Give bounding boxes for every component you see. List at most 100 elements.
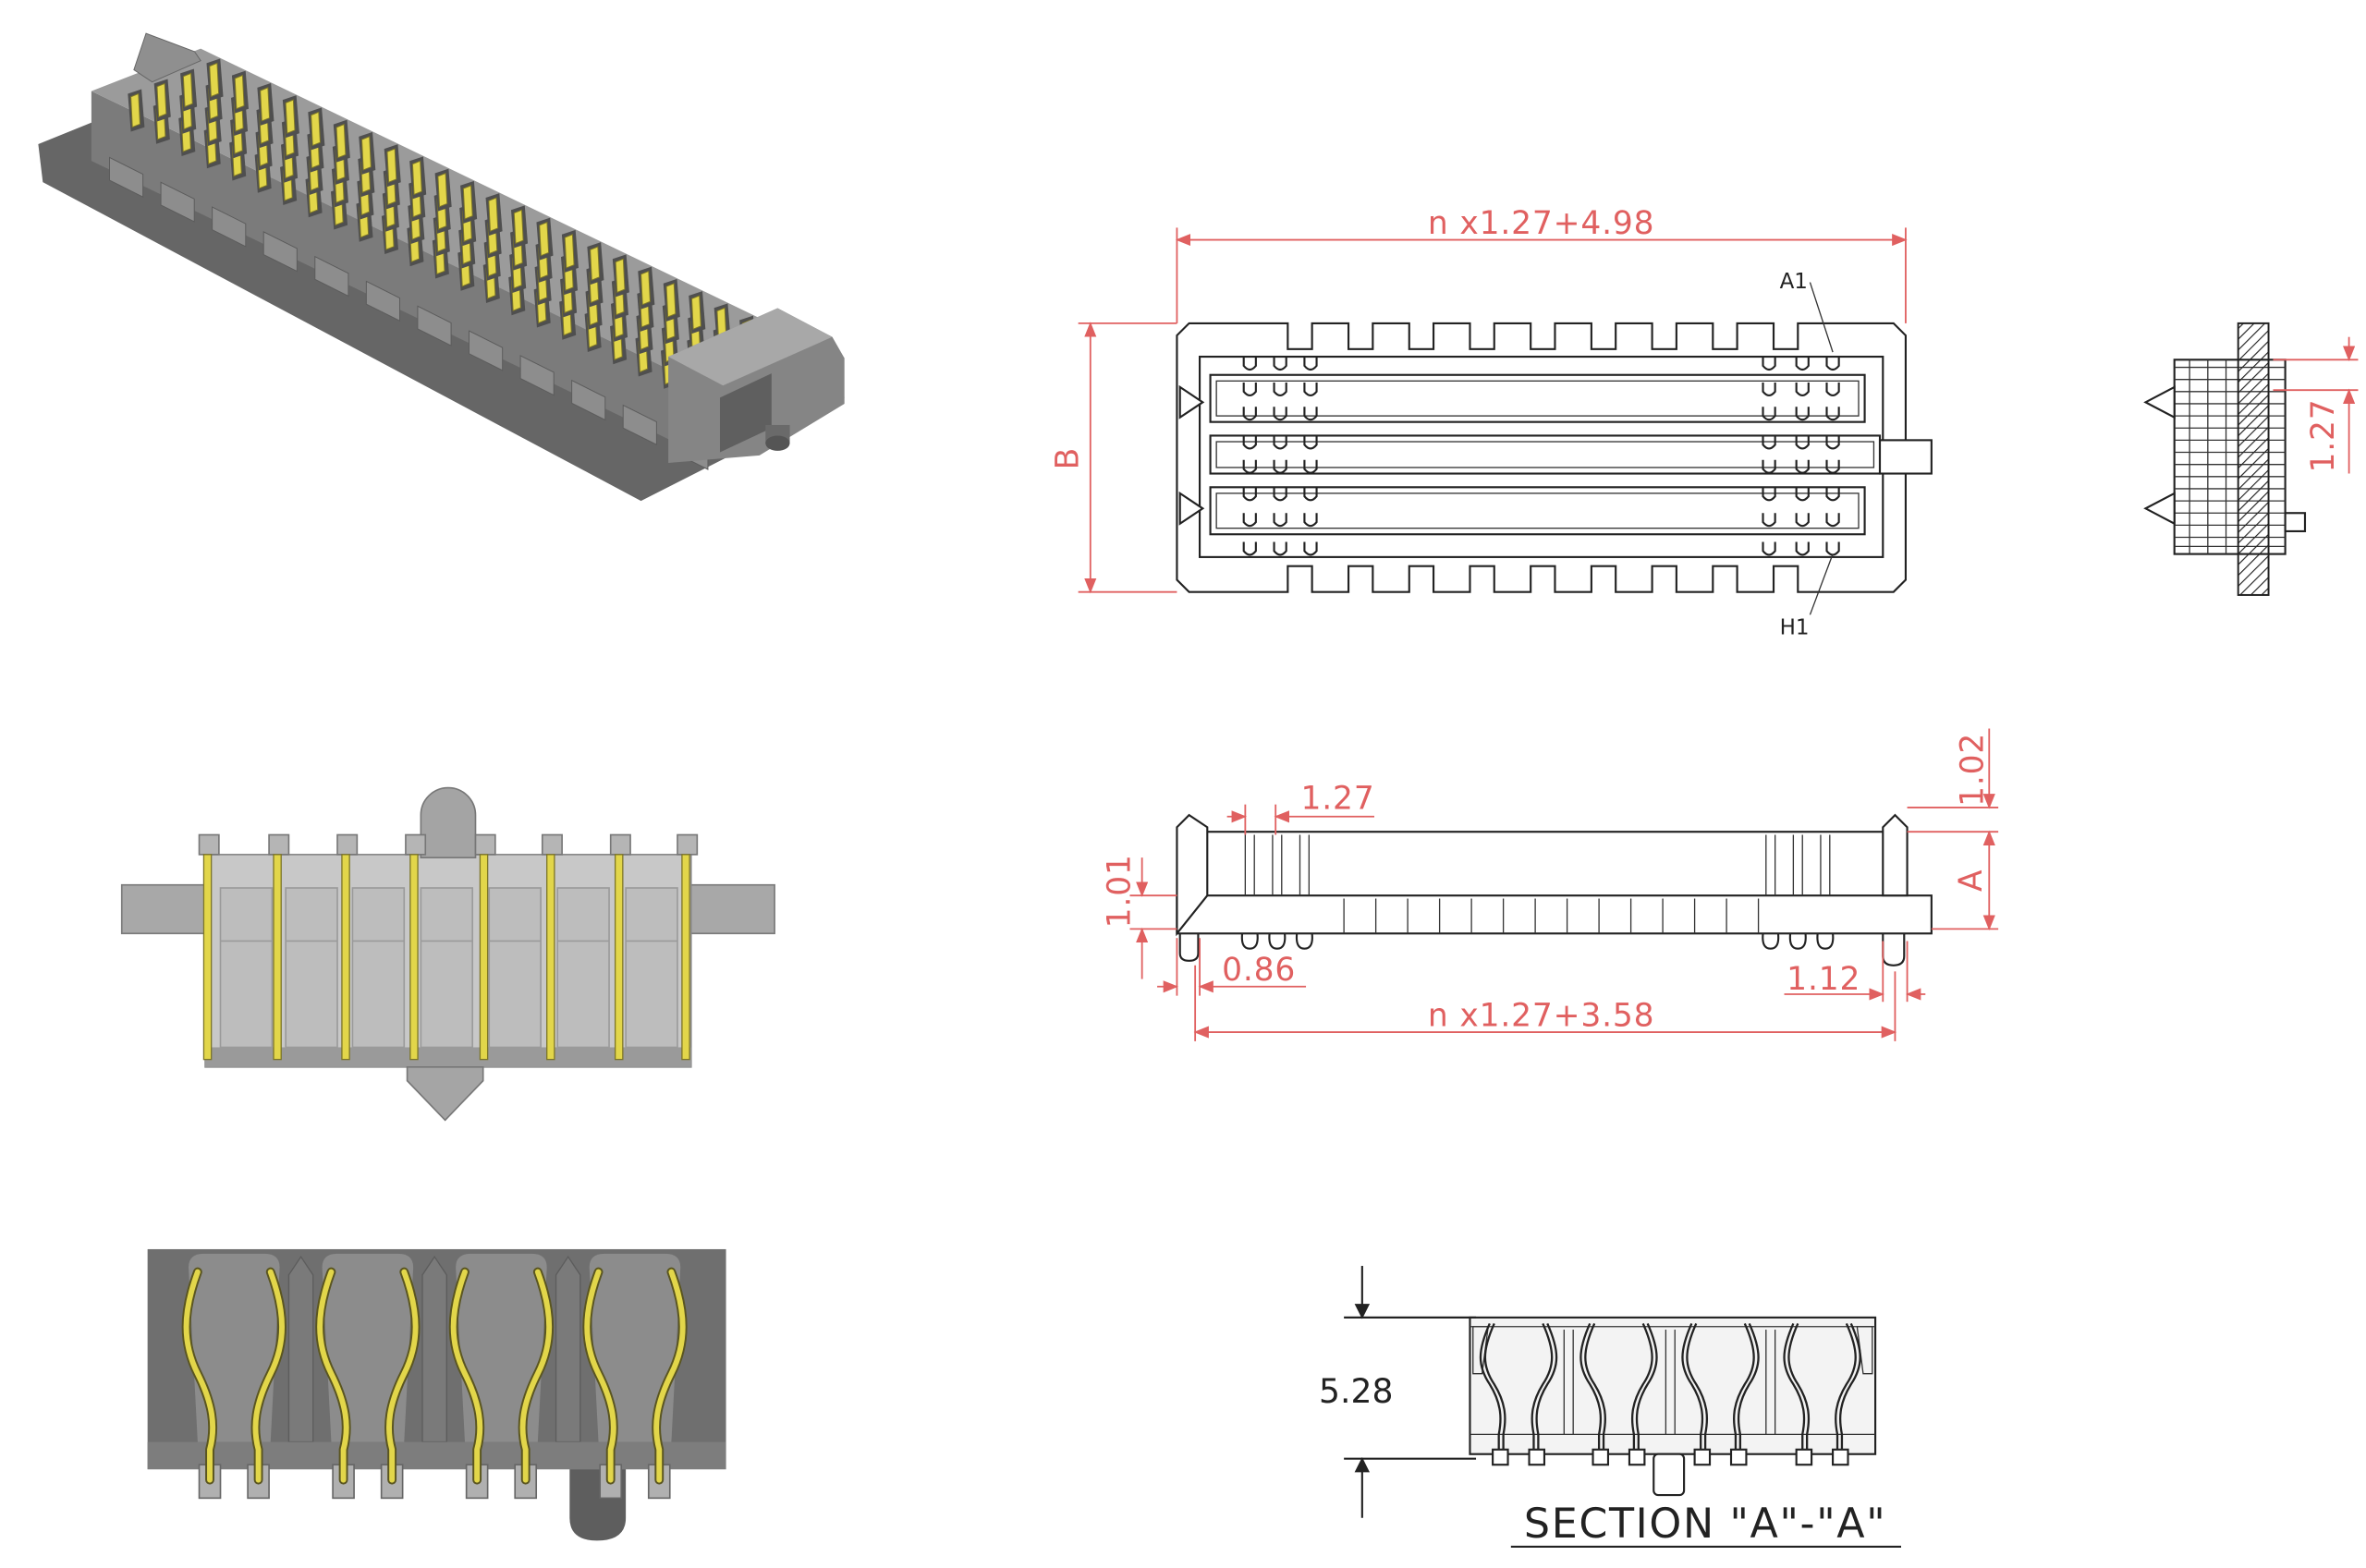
left-end-peg xyxy=(1178,933,1200,962)
section-outline xyxy=(1469,1316,1877,1455)
section-contact-pins xyxy=(181,1267,688,1485)
pin-marks xyxy=(1242,357,1840,556)
contact-pin xyxy=(614,854,624,1061)
section-contact-line xyxy=(1733,1322,1755,1462)
contact-pin xyxy=(539,221,550,257)
section-base-band xyxy=(147,1441,726,1470)
section-drawing-peg xyxy=(1653,1453,1686,1497)
housing-column xyxy=(625,887,678,1049)
peg-triangle xyxy=(2143,385,2176,419)
pin-top-tab xyxy=(405,833,427,856)
pin-mark xyxy=(1303,541,1318,556)
flange-grid xyxy=(1343,898,1760,934)
peg-offset-text: 0.86 xyxy=(1222,952,1296,989)
slot-3-inner xyxy=(1215,492,1860,529)
solder-contact xyxy=(1816,933,1835,950)
pin-mark xyxy=(1242,382,1257,396)
pin-mark xyxy=(1273,459,1287,474)
housing-foot xyxy=(160,181,195,223)
side-contact-pins xyxy=(198,833,699,1061)
slot-1 xyxy=(1209,373,1866,423)
contact-chamber xyxy=(189,1253,280,1442)
section-contact-line xyxy=(1838,1322,1861,1462)
pin-mark xyxy=(1825,435,1840,450)
pin-mark xyxy=(1273,407,1287,421)
section-contact-line xyxy=(1783,1322,1806,1462)
pin-mark xyxy=(1273,487,1287,502)
pin-mark xyxy=(1303,407,1318,421)
left-post xyxy=(1176,813,1209,937)
pin-mark xyxy=(1303,487,1318,502)
contact-pin xyxy=(285,99,296,134)
housing-columns xyxy=(219,887,678,1049)
contact-pin xyxy=(234,74,245,110)
pin-mark xyxy=(1795,541,1810,556)
housing-column xyxy=(420,887,474,1049)
pin-top-tab xyxy=(198,833,220,856)
slot-2-inner xyxy=(1215,441,1875,468)
section-foot xyxy=(1693,1448,1712,1466)
pin-mark xyxy=(1762,357,1776,371)
bottom-peg xyxy=(406,1066,484,1122)
board-section-hatch xyxy=(2237,322,2270,596)
pin-mark xyxy=(1273,541,1287,556)
end-tab xyxy=(2284,512,2307,533)
right-post xyxy=(1882,813,1909,897)
housing-foot xyxy=(622,404,657,446)
pin-mark xyxy=(1242,487,1257,502)
contact-chamber xyxy=(589,1253,681,1442)
housing-base-band xyxy=(205,1047,691,1067)
pin-mark xyxy=(1825,541,1840,556)
inner-frame xyxy=(1199,355,1884,558)
pin-mark xyxy=(1303,357,1318,371)
contact-pin xyxy=(437,172,448,208)
section-foot xyxy=(1832,1448,1849,1466)
pin-h1-label: H1 xyxy=(1780,616,1810,640)
pin-mark xyxy=(1242,513,1257,528)
contact-pin xyxy=(361,136,372,171)
solder-contact xyxy=(1295,933,1313,950)
pin-mark xyxy=(1795,459,1810,474)
connector-section-render xyxy=(147,1248,726,1541)
housing-foot xyxy=(262,231,298,273)
end-view-pitch-text: 1.27 xyxy=(2305,398,2342,472)
pin-mark xyxy=(1795,407,1810,421)
contact-pin xyxy=(665,283,677,318)
contact-pin xyxy=(130,92,140,128)
chamber-wall xyxy=(421,1255,447,1443)
section-contact-line xyxy=(1835,1322,1857,1462)
pin-mark xyxy=(1825,407,1840,421)
section-contact-line xyxy=(1635,1322,1658,1462)
contact-pin xyxy=(513,209,524,245)
contact-pin xyxy=(615,258,626,294)
pin-mark xyxy=(1273,513,1287,528)
right-end-recess xyxy=(719,373,772,453)
depth-label: B xyxy=(1050,447,1087,469)
contact-pin xyxy=(386,148,397,183)
pin-mark xyxy=(1273,382,1287,396)
contact-pin xyxy=(640,270,651,306)
pin-mark xyxy=(1825,487,1840,502)
length-dim-text: n x1.27+3.58 xyxy=(1428,997,1655,1034)
section-contact-line xyxy=(1686,1322,1709,1462)
solder-contact xyxy=(1788,933,1807,950)
section-foot xyxy=(1795,1448,1813,1466)
pin-top-tab xyxy=(474,833,496,856)
contact-pin xyxy=(183,1269,216,1483)
pin-mark xyxy=(1273,357,1287,371)
contact-chamber xyxy=(456,1253,547,1442)
contact-pin xyxy=(488,197,499,232)
end-view-body xyxy=(2173,359,2287,555)
pin-mark xyxy=(1762,541,1776,556)
housing-column xyxy=(351,887,406,1049)
pin-mark xyxy=(1795,513,1810,528)
section-contact-line xyxy=(1535,1322,1558,1462)
pin-mark xyxy=(1242,357,1257,371)
pin-mark xyxy=(1795,435,1810,450)
pin-mark xyxy=(1825,357,1840,371)
contact-pin xyxy=(335,123,347,159)
polarization-triangle xyxy=(1178,384,1205,419)
contact-pin xyxy=(409,854,419,1061)
housing-column xyxy=(556,887,610,1049)
